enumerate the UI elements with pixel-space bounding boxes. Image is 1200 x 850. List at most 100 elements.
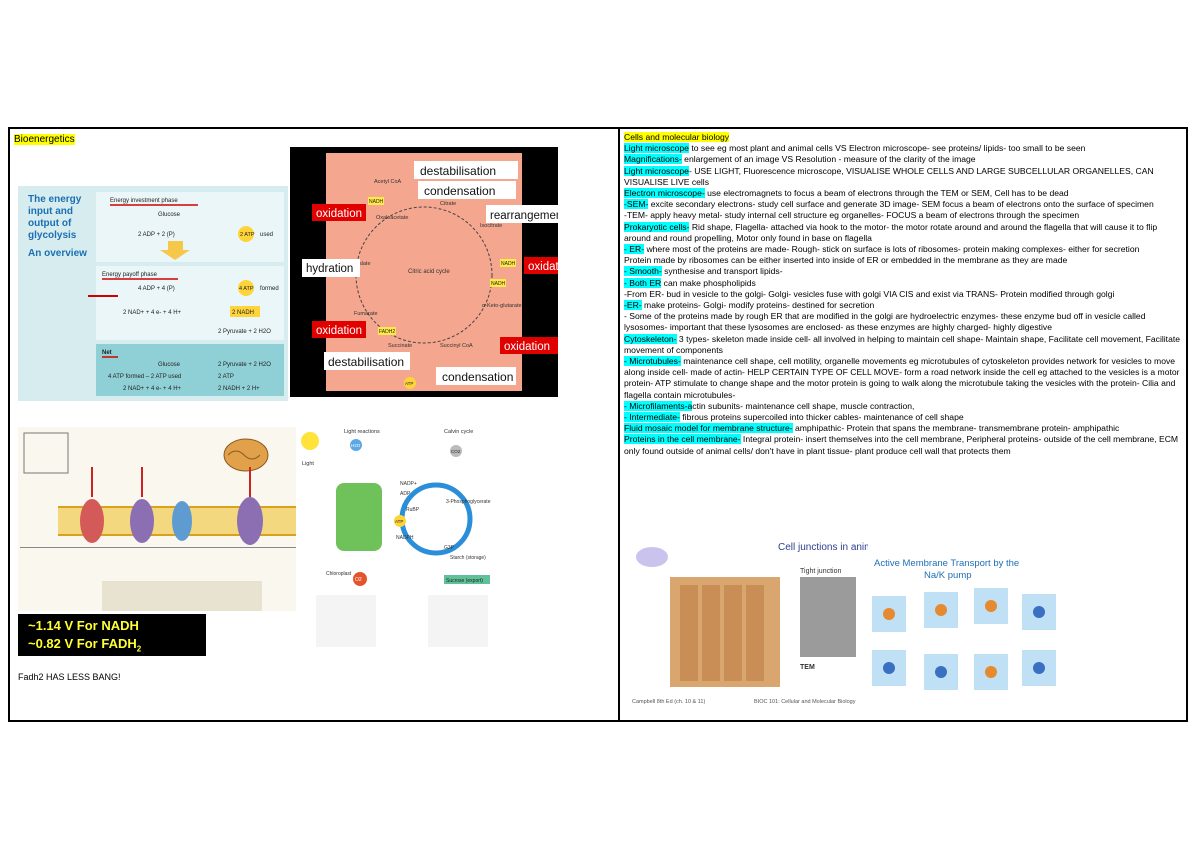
nadh-label: 2 NADH — [232, 310, 254, 316]
note-line: Light microscope to see eg most plant an… — [624, 143, 1180, 154]
sucrose-label: Sucrose (export) — [446, 578, 483, 584]
transport-title-2: Na/K pump — [924, 570, 972, 581]
co2-label: CO2 — [451, 449, 461, 454]
note-highlight: Cytoskeleton- — [624, 333, 677, 344]
light-label: Light — [302, 461, 314, 467]
note-text: excite secondary electrons- study cell s… — [648, 199, 1154, 210]
krebs-rearrangement: rearrangement — [490, 210, 558, 222]
note-text: - Some of the proteins made by rough ER … — [624, 311, 1146, 333]
citrate-label: Citrate — [440, 201, 456, 207]
note-text: Protein made by ribosomes can be either … — [624, 255, 1068, 266]
note-highlight: -SEM- — [624, 199, 649, 210]
photo-atp: ATP — [395, 519, 403, 524]
phosphoglycerate-label: 3-Phosphoglycerate — [446, 499, 491, 505]
note-highlight: Light microscope — [624, 143, 689, 154]
note-text: amphipathic- Protein that spans the memb… — [792, 423, 1120, 434]
note-highlight: Prokaryotic cells- — [624, 221, 690, 232]
net-pyruvate: 2 Pyruvate + 2 H2O — [218, 362, 271, 368]
malate-label: Malate — [354, 261, 371, 267]
krebs-hydration: hydration — [306, 263, 353, 275]
note-highlight: - ER- — [624, 244, 645, 255]
krebs-oxidation-3: oxidation — [316, 325, 362, 337]
note-line: - ER- where most of the proteins are mad… — [624, 244, 1180, 255]
note-line: Fluid mosaic model for membrane structur… — [624, 423, 1180, 434]
note-line: Proteins in the cell membrane- Integral … — [624, 434, 1180, 456]
note-text: - USE LIGHT, Fluorescence microscope, VI… — [624, 165, 1154, 187]
note-highlight: Fluid mosaic model for membrane structur… — [624, 423, 793, 434]
krebs-nadh-3: NADH — [491, 281, 506, 287]
rubp-label: RuBP — [406, 507, 420, 513]
photosynthesis-figure: Light reactions Calvin cycle Light H2O C… — [296, 423, 498, 663]
note-highlight: - Smooth- — [624, 266, 662, 277]
acetyl-label: Acetyl CoA — [374, 179, 402, 185]
note-line: - Intermediate- fibrous proteins superco… — [624, 412, 1180, 423]
note-text: where most of the proteins are made- Rou… — [644, 244, 1140, 255]
column-divider — [618, 129, 620, 720]
notes-list: Light microscope to see eg most plant an… — [624, 143, 1180, 457]
note-highlight: - Intermediate- — [624, 412, 680, 423]
fadh2-note: Fadh2 HAS LESS BANG! — [18, 672, 121, 682]
net-atp-right: 2 ATP — [218, 374, 234, 380]
krebs-destabilisation-bottom: destabilisation — [328, 355, 404, 369]
glyco-heading-1: The energy — [28, 194, 82, 205]
voltage-callout: ~1.14 V For NADH ~0.82 V For FADH2 — [18, 614, 206, 656]
note-line: Light microscope- USE LIGHT, Fluorescenc… — [624, 165, 1180, 188]
krebs-fadh2: FADH2 — [379, 329, 395, 335]
atp4-icon-label: 4 ATP — [239, 286, 254, 292]
note-line: -ER- make proteins- Golgi- modify protei… — [624, 300, 1180, 311]
note-highlight: Light microscope — [624, 165, 689, 176]
note-highlight: - Both ER — [624, 277, 662, 288]
net-nad-right: 2 NADH + 2 H+ — [218, 386, 260, 392]
succinate-label: Succinate — [388, 343, 412, 349]
note-line: Cytoskeleton- 3 types- skeleton made ins… — [624, 333, 1180, 356]
net-atp-left: 4 ATP formed – 2 ATP used — [108, 374, 181, 380]
note-line: Prokaryotic cells- Rid shape, Flagella- … — [624, 221, 1180, 244]
adp-label: ADP — [400, 491, 411, 497]
glyco-heading-2: input and — [28, 206, 73, 217]
transport-title-1: Active Membrane Transport by the — [874, 558, 1019, 569]
glucose-label: Glucose — [158, 212, 181, 218]
o2-label: O2 — [355, 577, 362, 583]
krebs-condensation-bottom: condensation — [442, 370, 513, 384]
calvin-cycle-label: Calvin cycle — [444, 429, 473, 435]
note-text: synthesise and transport lipids- — [661, 266, 783, 277]
krebs-oxidation-4: oxidation — [504, 341, 550, 353]
worksheet-sheet: Bioenergetics The energy input and outpu… — [8, 127, 1188, 722]
cell-biology-title: Cells and molecular biology — [624, 132, 730, 142]
glyco-heading-3: output of — [28, 218, 72, 229]
glyco-heading-4: glycolysis — [28, 230, 77, 241]
investment-phase-label: Energy investment phase — [110, 198, 178, 204]
note-text: make proteins- Golgi- modify proteins- d… — [641, 300, 875, 311]
chloroplast-label: Chloroplast — [326, 571, 352, 577]
note-line: Electron microscope- use electromagnets … — [624, 188, 1180, 199]
note-line: -SEM- excite secondary electrons- study … — [624, 199, 1180, 210]
isocitrate-label: Isocitrate — [480, 223, 502, 229]
net-glucose: Glucose — [158, 362, 181, 368]
fumarate-label: Fumarate — [354, 311, 378, 317]
note-line: Magnifications- enlargement of an image … — [624, 154, 1180, 165]
succinyl-label: Succinyl CoA — [440, 343, 473, 349]
bioenergetics-title: Bioenergetics — [14, 134, 75, 145]
nadph-label: NADPH — [396, 535, 414, 541]
fadh-voltage: ~0.82 V For FADH2 — [28, 636, 142, 654]
note-line: - Both ER can make phospholipids — [624, 277, 1180, 289]
note-line: -From ER- bud in vesicle to the golgi- G… — [624, 289, 1180, 300]
starch-label: Starch (storage) — [450, 555, 486, 561]
krebs-oxidation-2: oxidation — [528, 261, 558, 273]
net-label: Net — [102, 350, 112, 356]
note-line: - Microtubules- maintenance cell shape, … — [624, 356, 1180, 401]
krebs-nadh-2: NADH — [501, 261, 516, 267]
net-nad-left: 2 NAD+ + 4 e- + 4 H+ — [123, 386, 182, 392]
tem-label: TEM — [800, 664, 815, 671]
krebs-destabilisation-top: destabilisation — [420, 164, 496, 178]
note-text: -From ER- bud in vesicle to the golgi- G… — [624, 288, 1115, 299]
cell-junctions-figure: Cell junctions in animal tissues Tight j… — [630, 537, 868, 707]
note-text: -TEM- apply heavy metal- study internal … — [624, 210, 1080, 221]
cell-biology-column: Cells and molecular biology Light micros… — [622, 129, 1188, 720]
note-text: enlargement of an image VS Resolution - … — [681, 154, 976, 165]
svg-text:The energy: The energy — [28, 194, 82, 205]
note-highlight: - Microfilaments-a — [624, 400, 693, 411]
g3p-label: G3P — [444, 545, 455, 551]
etc-figure — [18, 427, 298, 611]
krebs-atp: ATP — [405, 381, 413, 386]
